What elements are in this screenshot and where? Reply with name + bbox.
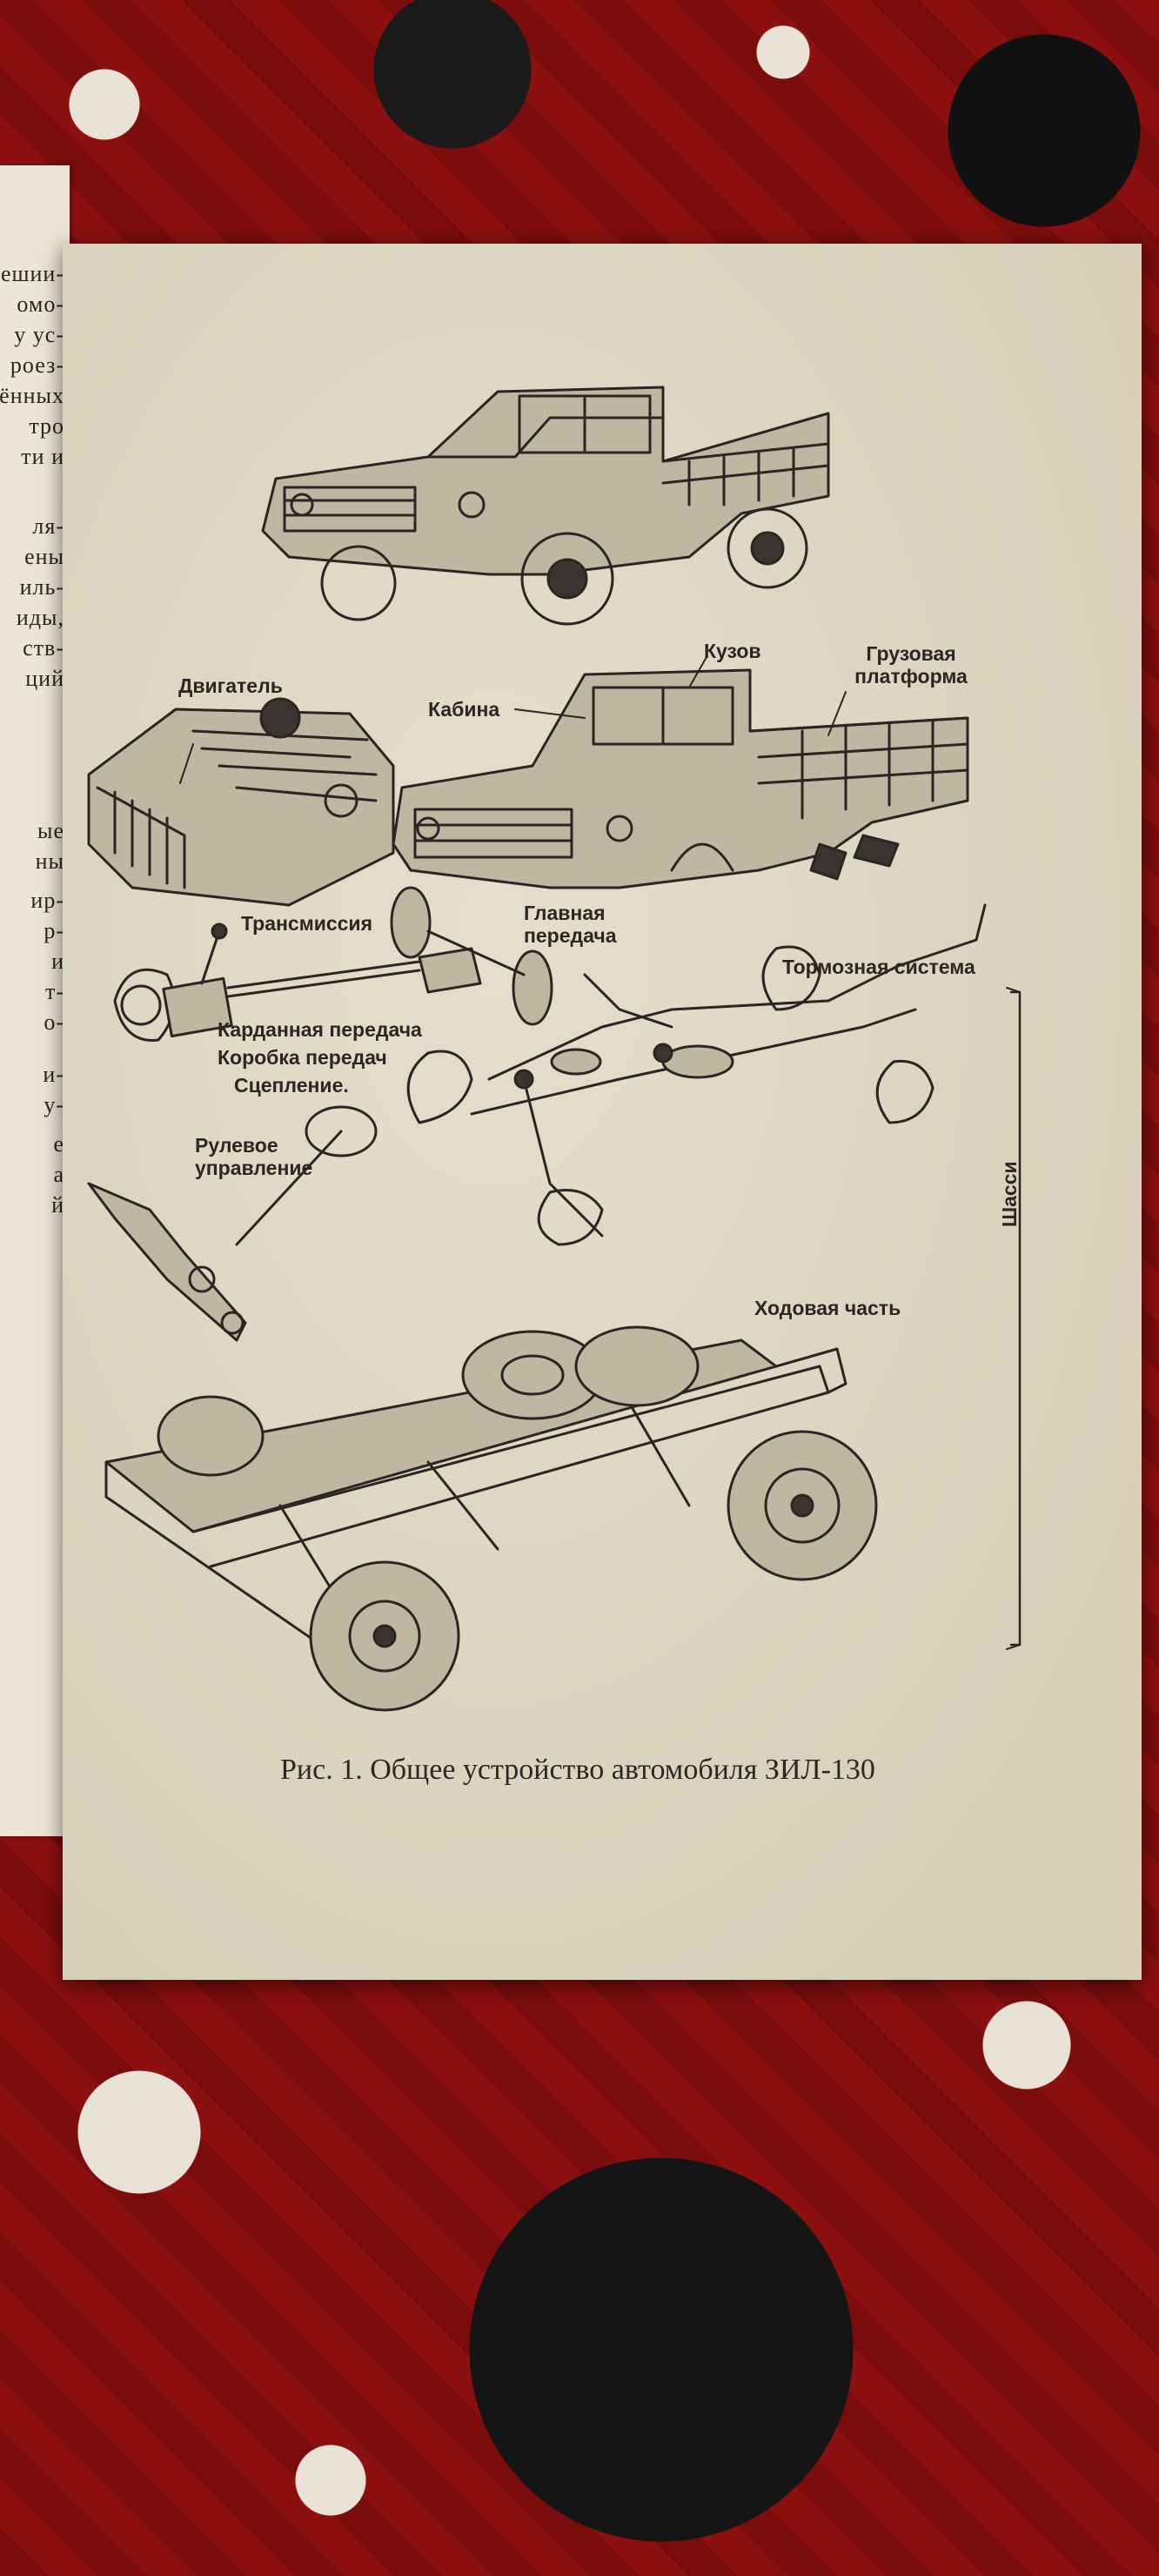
label-running-gear: Ходовая часть	[754, 1297, 901, 1319]
label-body: Кузов	[704, 640, 761, 662]
left-page-text: а	[53, 1162, 64, 1187]
left-page-text: ые	[37, 818, 64, 843]
left-page-text: иль-	[19, 574, 64, 600]
label-gearbox: Коробка передач	[218, 1046, 387, 1069]
zil130-illustration	[87, 386, 1022, 1712]
label-engine: Двигатель	[178, 674, 283, 697]
left-page-text: ешии-	[0, 261, 64, 286]
truck-top-drawing	[261, 386, 830, 626]
brake-system-drawing	[406, 903, 987, 1246]
left-page-text: ны	[35, 849, 64, 874]
left-page-text: и-	[43, 1062, 64, 1087]
label-cab: Кабина	[428, 698, 500, 721]
truck-middle-drawing	[392, 668, 969, 889]
left-page-text: р-	[44, 918, 64, 943]
left-page-text: о-	[44, 1010, 64, 1035]
left-page-text: ены	[24, 544, 64, 569]
left-page-text: омо-	[17, 292, 64, 317]
left-page-text: ств-	[23, 635, 64, 661]
left-page-text: е	[53, 1131, 64, 1157]
left-page-text: тро	[29, 413, 64, 439]
label-brake-system: Тормозная система	[782, 956, 975, 978]
label-chassis: Шасси	[998, 1161, 1021, 1227]
engine-drawing	[87, 697, 395, 907]
left-page-text: ля-	[32, 513, 64, 539]
book-page: Двигатель Кузов Кабина Грузовая платформ…	[63, 244, 1142, 1980]
chassis-bracket	[1006, 987, 1022, 1650]
left-page-text: роез-	[10, 352, 64, 378]
left-page-text: у-	[44, 1092, 64, 1117]
left-page-text: ир-	[30, 888, 64, 913]
label-cargo-platform: Грузовая платформа	[854, 642, 968, 688]
left-page-text: ций	[25, 666, 64, 691]
left-page-text: ти и	[21, 444, 64, 469]
steering-drawing	[87, 1105, 378, 1342]
left-page-text: т-	[44, 979, 64, 1004]
left-page-text: й	[51, 1192, 64, 1218]
label-cardan-shaft: Карданная передача	[218, 1018, 422, 1041]
leader-lines	[179, 656, 847, 784]
transmission-drawing	[113, 886, 553, 1042]
left-page-text: ённых	[0, 383, 64, 408]
label-steering: Рулевое управление	[195, 1134, 313, 1180]
left-page-edge: ешии- омо- у ус- роез- ённых тро ти и ля…	[0, 165, 70, 1836]
left-page-text: и	[51, 949, 64, 974]
label-final-drive: Главная передача	[524, 902, 617, 948]
label-clutch: Сцепление.	[234, 1074, 349, 1097]
running-gear-drawing	[104, 1325, 878, 1712]
left-page-text: у ус-	[14, 322, 64, 347]
left-page-text: иды,	[16, 605, 64, 630]
figure-caption: Рис. 1. Общее устройство автомобиля ЗИЛ-…	[280, 1754, 875, 1786]
label-transmission: Трансмиссия	[241, 912, 372, 935]
